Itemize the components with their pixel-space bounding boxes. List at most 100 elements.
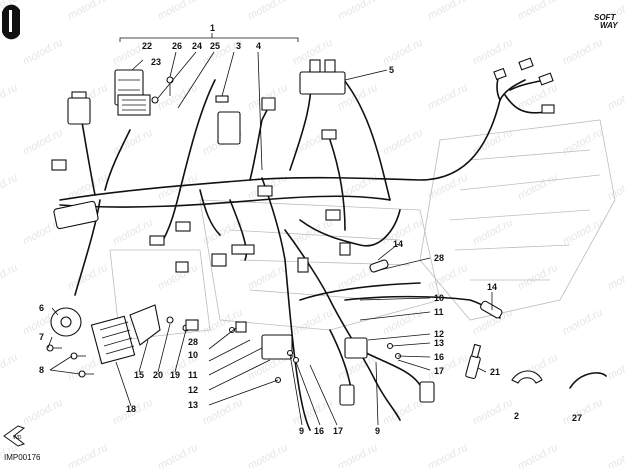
- watermark-text: motod.ru: [381, 127, 425, 158]
- watermark-text: motod.ru: [21, 397, 65, 428]
- watermark-text: motod.ru: [561, 397, 605, 428]
- watermark-text: motod.ru: [561, 37, 605, 68]
- watermark-text: motod.ru: [561, 217, 605, 248]
- watermark-text: motod.ru: [426, 442, 470, 468]
- callout-22: 22: [142, 41, 152, 51]
- leader-lines: [47, 51, 493, 426]
- callout-6: 6: [39, 303, 44, 313]
- watermark-text: motod.ru: [336, 0, 380, 23]
- watermark-text: motod.ru: [606, 82, 625, 113]
- watermark-text: motod.ru: [426, 82, 470, 113]
- callout-10-left: 10: [188, 350, 198, 360]
- watermark-text: motod.ru: [111, 217, 155, 248]
- callout-19: 19: [170, 370, 180, 380]
- callout-18: 18: [126, 404, 136, 414]
- watermark-text: motod.ru: [66, 442, 110, 468]
- callout-11-right: 11: [434, 307, 444, 317]
- relay-25: [217, 111, 241, 145]
- callout-20: 20: [153, 370, 163, 380]
- callout-1: 1: [210, 23, 215, 33]
- small-connectors: [51, 129, 351, 333]
- watermark-text: motod.ru: [66, 262, 110, 293]
- direction-arrow-icon: WD: [3, 425, 26, 447]
- callout-9-left: 9: [299, 426, 304, 436]
- watermark-text: motod.ru: [21, 37, 65, 68]
- watermark-text: motod.ru: [66, 0, 110, 23]
- voltage-regulator-18: [90, 315, 136, 365]
- brand-line-2: WAY: [600, 21, 618, 30]
- watermark-text: motod.ru: [516, 172, 560, 203]
- watermark-text: motod.ru: [381, 37, 425, 68]
- main-connector-left: [53, 200, 99, 230]
- callout-3: 3: [236, 41, 241, 51]
- callout-8: 8: [39, 365, 44, 375]
- watermark-text: motod.ru: [246, 442, 290, 468]
- callout-17-bottom: 17: [333, 426, 343, 436]
- callout-13-right: 13: [434, 338, 444, 348]
- callout-13-left: 13: [188, 400, 198, 410]
- callout-16-right: 16: [434, 352, 444, 362]
- callout-2: 2: [514, 411, 519, 421]
- watermark-text: motod.ru: [0, 262, 20, 293]
- callout-11-left: 11: [188, 370, 198, 380]
- watermark-text: motod.ru: [156, 0, 200, 23]
- watermark-text: motod.ru: [606, 442, 625, 468]
- group-bracket-1: [119, 33, 299, 42]
- watermark-text: motod.ru: [471, 397, 515, 428]
- watermark-text: motod.ru: [381, 307, 425, 338]
- callout-4: 4: [256, 41, 261, 51]
- callout-23: 23: [151, 57, 161, 67]
- callout-28-right: 28: [434, 253, 444, 263]
- watermark-text: motod.ru: [516, 0, 560, 23]
- watermark-text: motod.ru: [561, 127, 605, 158]
- callout-27: 27: [572, 413, 582, 423]
- spark-plug-21: [465, 343, 482, 380]
- watermark-text: motod.ru: [0, 352, 20, 383]
- watermark-text: motod.ru: [291, 307, 335, 338]
- callout-9-right: 9: [375, 426, 380, 436]
- watermark-text: motod.ru: [0, 172, 20, 203]
- callout-12-left: 12: [188, 385, 198, 395]
- image-code: IMP00176: [4, 453, 41, 462]
- watermark-text: motod.ru: [0, 82, 20, 113]
- right-connectors: [493, 57, 555, 114]
- washer-24: [151, 96, 159, 104]
- brand-line-1: SOFT: [594, 13, 616, 22]
- spark-plug-cap-14-top: [369, 259, 389, 273]
- clip-2: [511, 370, 543, 384]
- callout-28-left: 28: [188, 337, 198, 347]
- watermark-text: motod.ru: [111, 127, 155, 158]
- watermark-text: motod.ru: [516, 262, 560, 293]
- callout-14-right: 14: [487, 282, 497, 292]
- watermark-text: motod.ru: [471, 37, 515, 68]
- horn-6: [50, 307, 82, 337]
- watermark-text: motod.ru: [426, 0, 470, 23]
- callout-15: 15: [134, 370, 144, 380]
- watermark-text: motod.ru: [291, 397, 335, 428]
- bracket-4: [261, 97, 276, 111]
- watermark-text: motod.ru: [336, 442, 380, 468]
- watermark-text: motod.ru: [21, 127, 65, 158]
- watermark-text: motod.ru: [291, 217, 335, 248]
- sensor-9: [339, 381, 435, 406]
- callout-16-bottom: 16: [314, 426, 324, 436]
- callout-5: 5: [389, 65, 394, 75]
- fuse-3: [215, 95, 229, 103]
- bracket-15: [129, 304, 161, 346]
- callout-labels: 1 22 26 24 25 3 4 23 5 14 6 7 8 28 10 11…: [39, 23, 582, 436]
- corner-logo: [2, 4, 20, 40]
- callout-14-upper: 14: [393, 239, 403, 249]
- callout-12-right: 12: [434, 329, 444, 339]
- callout-17-right: 17: [434, 366, 444, 376]
- watermark-text: motod.ru: [156, 442, 200, 468]
- switch-12: [261, 334, 368, 360]
- watermark-text: motod.ru: [246, 0, 290, 23]
- watermark-text: motod.ru: [201, 397, 245, 428]
- callout-7: 7: [39, 332, 44, 342]
- callout-21: 21: [490, 367, 500, 377]
- callout-25: 25: [210, 41, 220, 51]
- fuse-block-23: [117, 94, 151, 116]
- callout-10-right: 10: [434, 293, 444, 303]
- ecu-connector-5: [299, 59, 346, 95]
